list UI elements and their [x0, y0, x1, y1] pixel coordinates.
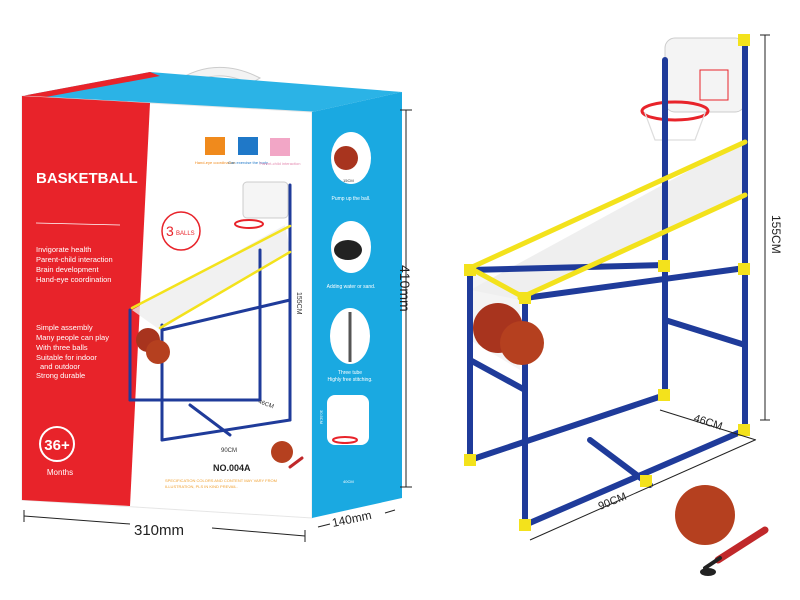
box-frame-illustration	[128, 181, 304, 469]
family-icon	[270, 138, 290, 156]
box-red-panel	[22, 96, 150, 506]
product-dimension-lines	[529, 34, 770, 541]
feature-item: Many people can play	[36, 333, 109, 342]
svg-text:Months: Months	[47, 468, 73, 477]
svg-text:Parent-child interaction: Parent-child interaction	[260, 161, 301, 166]
feature-list-a: Invigorate health Parent-child interacti…	[36, 245, 113, 284]
product-height-label: 155CM	[769, 215, 783, 254]
svg-text:BALLS: BALLS	[176, 231, 195, 237]
age-badge: 36+ Months	[39, 426, 75, 477]
svg-text:Can exercise the body: Can exercise the body	[228, 160, 268, 165]
feature-item: With three balls	[36, 343, 88, 352]
disclaimer: SPECIFICATION COLORS AND CONTENT MAY VAR…	[165, 478, 277, 483]
svg-text:40CM: 40CM	[343, 479, 354, 484]
disclaimer: ILLUSTRATION, PLS IN KIND PREVAIL.	[165, 484, 238, 489]
feature-item: Suitable for indoor	[36, 353, 97, 362]
svg-text:Adding water or sand.: Adding water or sand.	[327, 284, 376, 290]
svg-text:15CM: 15CM	[343, 178, 354, 183]
svg-text:Highly free stitching.: Highly free stitching.	[327, 377, 372, 383]
box-dim-width: 90CM	[221, 448, 237, 454]
feature-item: Strong durable	[36, 371, 85, 380]
feature-item: Parent-child interaction	[36, 255, 113, 264]
svg-text:Pump up the ball.: Pump up the ball.	[332, 196, 371, 202]
side-steps: 15CM Pump up the ball. Adding water or s…	[319, 132, 375, 484]
svg-text:3: 3	[166, 223, 174, 239]
basketball	[675, 485, 735, 545]
svg-text:36+: 36+	[44, 437, 70, 454]
basketball	[500, 321, 544, 365]
feature-item: Brain development	[36, 265, 99, 274]
box-dimension-lines	[23, 109, 412, 542]
feature-item: Hand-eye coordination	[36, 275, 111, 284]
product-depth-label: 46CM	[692, 412, 724, 432]
model-number: NO.004A	[213, 463, 251, 473]
box-height-label: 410mm	[397, 265, 413, 312]
feature-icons: Hand-eye coordination Can exercise the b…	[195, 137, 301, 166]
feature-item: and outdoor	[40, 362, 81, 371]
svg-text:Three tube: Three tube	[338, 370, 362, 376]
basketball-frame	[464, 34, 769, 576]
box-width-label: 310mm	[134, 522, 184, 539]
box-title: BASKETBALL	[36, 170, 138, 187]
exercise-icon	[238, 137, 258, 155]
feature-item: Invigorate health	[36, 245, 91, 254]
feature-item: Simple assembly	[36, 323, 93, 332]
ramp-net	[470, 140, 745, 300]
box-dim-height: 155CM	[295, 292, 302, 315]
three-balls-badge: 3 BALLS	[161, 211, 201, 251]
joints	[464, 34, 750, 531]
package-box: BASKETBALL Invigorate health Parent-chil…	[21, 67, 402, 519]
feature-list-b: Simple assembly Many people can play Wit…	[36, 323, 109, 380]
svg-text:30.5CM: 30.5CM	[319, 410, 324, 424]
hoop	[640, 100, 710, 122]
box-dim-depth: 46CM	[257, 399, 274, 410]
svg-text:Hand-eye coordination: Hand-eye coordination	[195, 160, 235, 165]
pump-icon	[700, 526, 769, 576]
hand-icon	[205, 137, 225, 155]
